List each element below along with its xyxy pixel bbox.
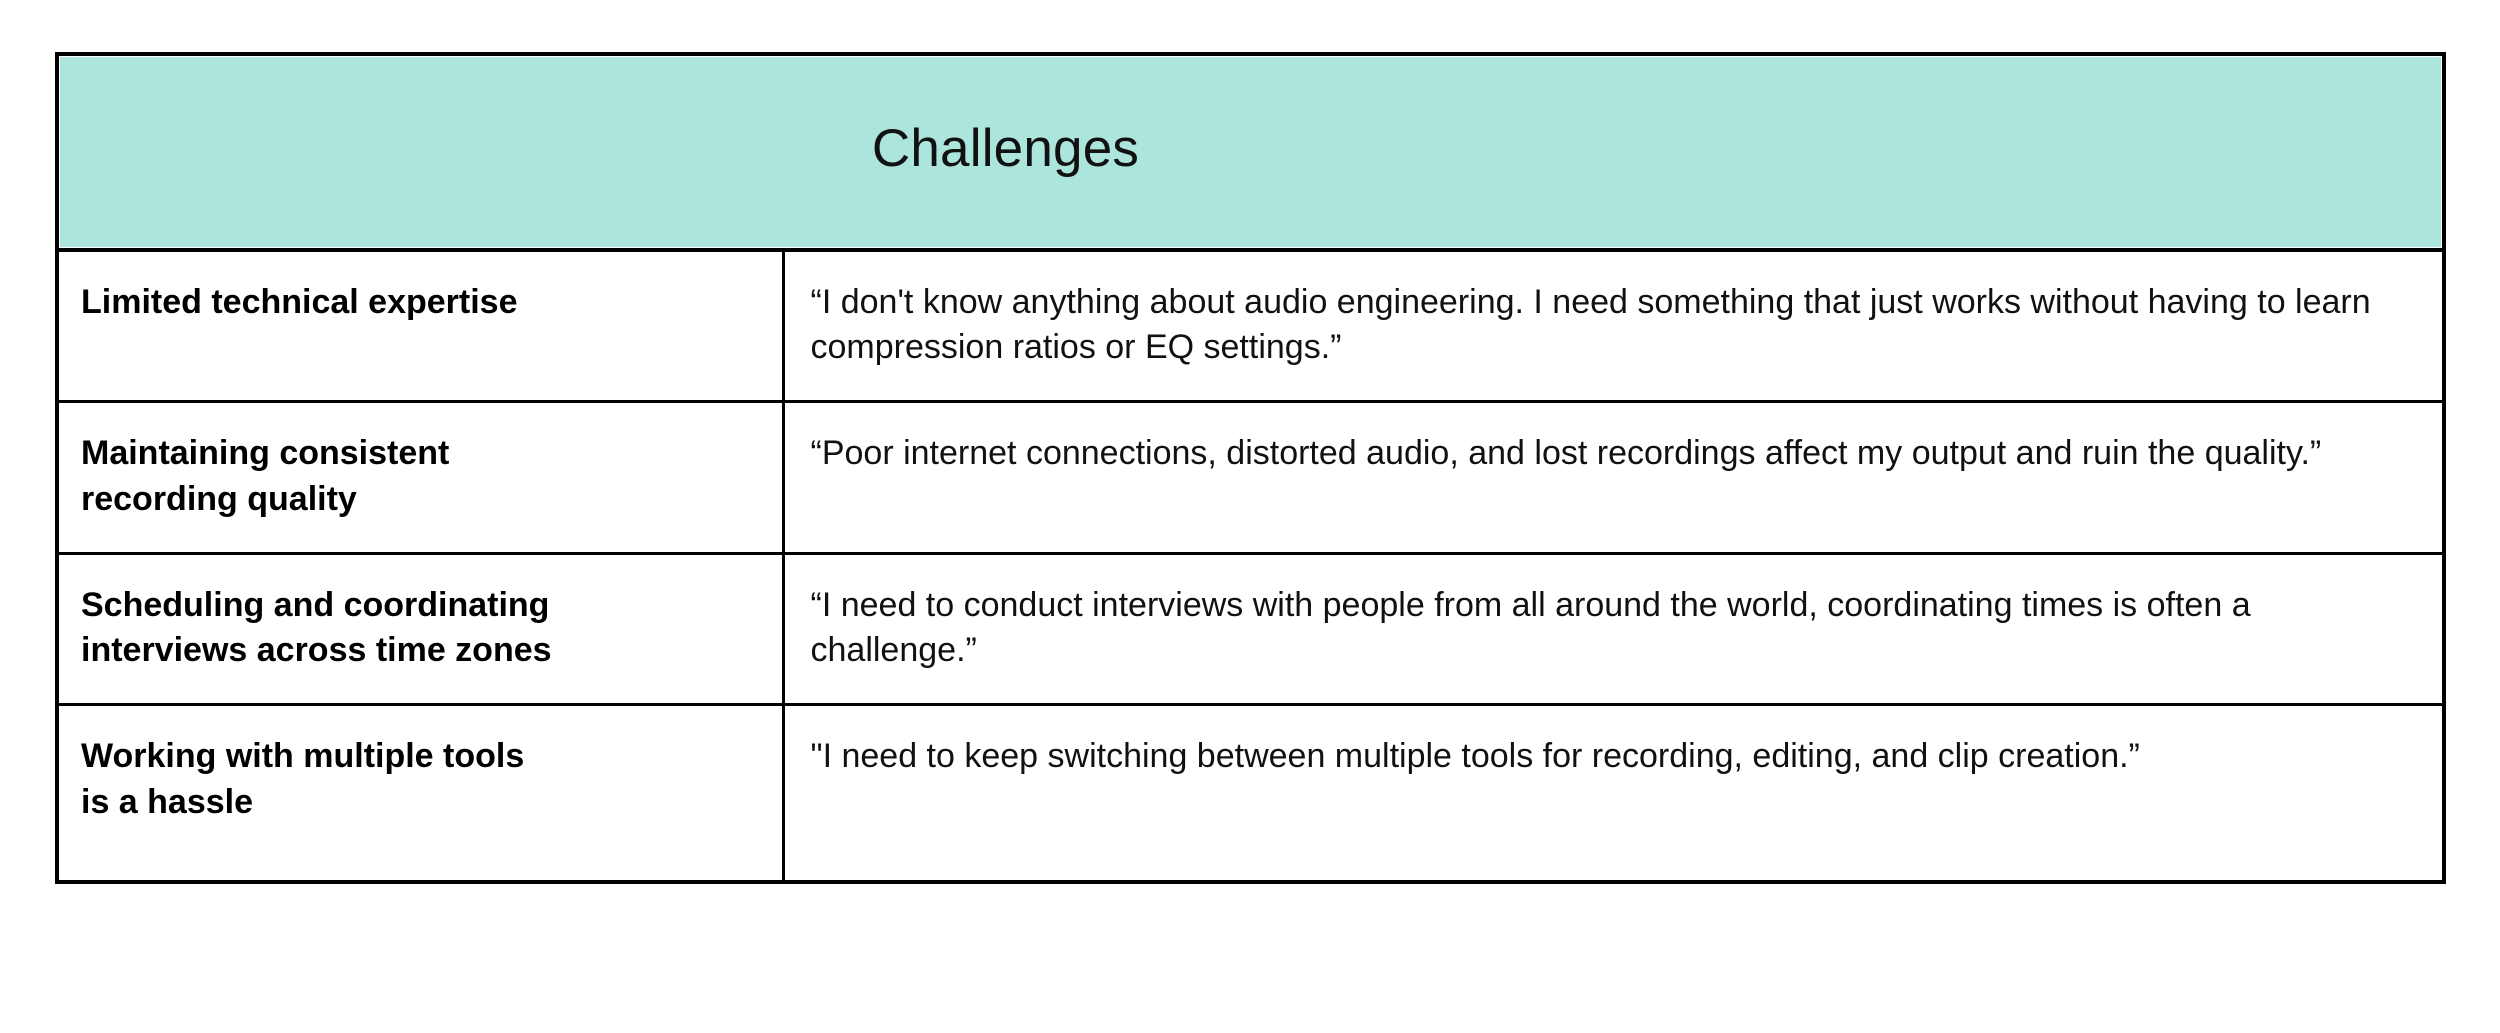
table-header: Challenges <box>57 54 2444 252</box>
table-header-row: Challenges <box>57 54 2444 252</box>
challenge-quote-text: "I need to keep switching between multip… <box>810 737 2140 776</box>
challenge-theme-cell: Working with multiple tools is a hassle <box>57 703 785 883</box>
table-row: Maintaining consistent recording quality… <box>57 400 2444 554</box>
challenge-quote-text: “I need to conduct interviews with peopl… <box>810 585 2251 670</box>
table-body: Limited technical expertise “I don't kno… <box>57 250 2444 883</box>
challenge-quote-text: “Poor internet connections, distorted au… <box>810 434 2322 473</box>
challenge-theme-text: Working with multiple tools is a hassle <box>81 737 525 821</box>
challenge-theme-text: Scheduling and coordinating interviews a… <box>81 585 552 670</box>
challenge-theme-cell: Limited technical expertise <box>57 250 785 402</box>
challenge-theme-text: Limited technical expertise <box>81 283 518 321</box>
challenge-theme-cell: Maintaining consistent recording quality <box>57 400 785 554</box>
table-row: Limited technical expertise “I don't kno… <box>57 250 2444 402</box>
challenge-theme-text: Maintaining consistent recording quality <box>81 434 450 518</box>
challenge-quote-cell: "I need to keep switching between multip… <box>783 703 2444 883</box>
challenges-table: Challenges Limited technical expertise “… <box>55 52 2446 885</box>
challenge-theme-cell: Scheduling and coordinating interviews a… <box>57 551 785 705</box>
table-title-cell: Challenges <box>57 54 2444 252</box>
challenge-quote-text: “I don't know anything about audio engin… <box>810 283 2371 367</box>
page-title: Challenges <box>871 118 1140 178</box>
table-row: Scheduling and coordinating interviews a… <box>57 551 2444 705</box>
table-row: Working with multiple tools is a hassle … <box>57 703 2444 883</box>
challenge-quote-cell: “I don't know anything about audio engin… <box>783 250 2444 402</box>
challenge-quote-cell: “I need to conduct interviews with peopl… <box>783 551 2444 705</box>
challenge-quote-cell: “Poor internet connections, distorted au… <box>783 400 2444 554</box>
